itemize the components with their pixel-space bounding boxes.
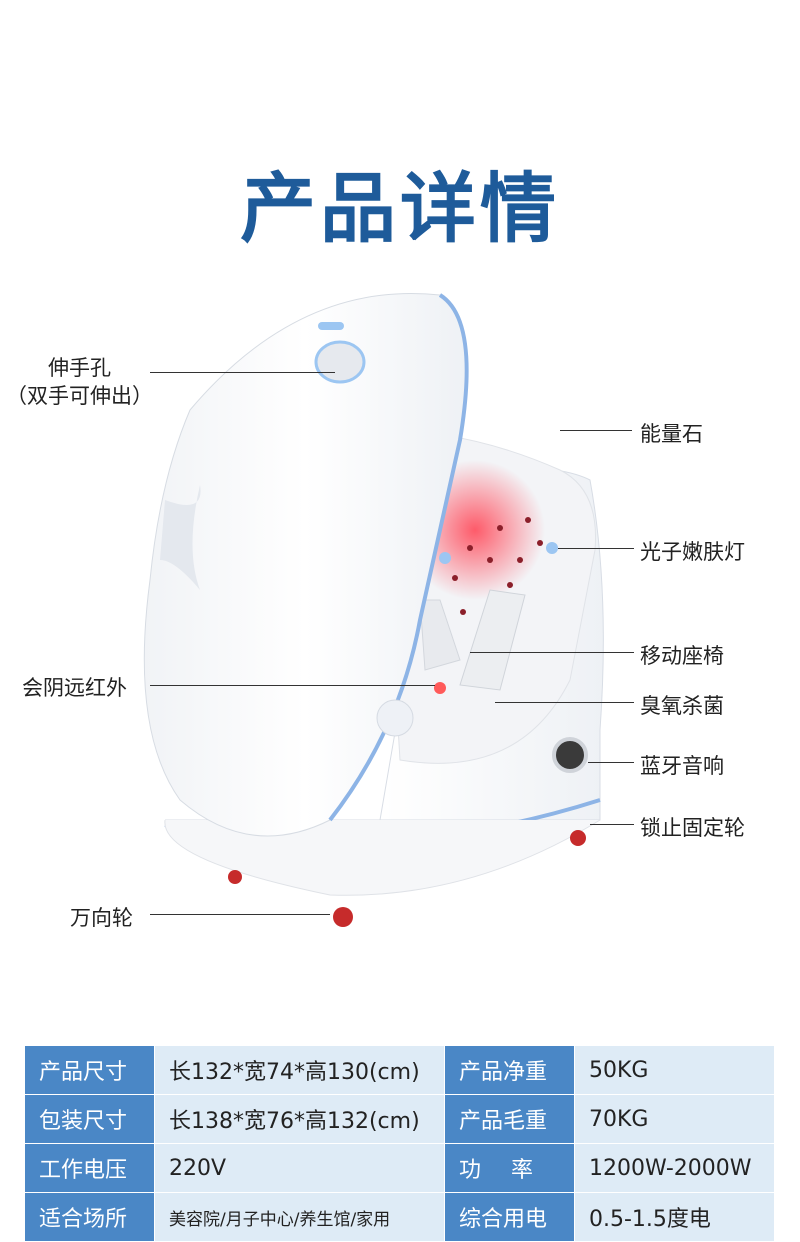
callout-energy-stone-label: 能量石 xyxy=(640,422,703,446)
callout-energy-stone: 能量石 xyxy=(640,418,703,448)
spec-value: 长132*宽74*高130(cm) xyxy=(154,1045,445,1095)
callout-lock-wheel-label: 锁止固定轮 xyxy=(640,816,745,840)
callout-line-photon-light xyxy=(558,548,634,549)
callout-line-ozone xyxy=(495,702,634,703)
spec-key: 产品毛重 xyxy=(444,1094,575,1144)
callout-seat: 移动座椅 xyxy=(640,640,724,670)
callout-bluetooth-label: 蓝牙音响 xyxy=(640,754,724,778)
callout-hand-hole-note-label: （双手可伸出） xyxy=(6,384,153,408)
callout-far-infrared-label: 会阴远红外 xyxy=(22,676,127,700)
callout-hand-hole-label: 伸手孔 xyxy=(48,356,111,380)
callout-line-universal-wheel xyxy=(150,914,330,915)
spec-value: 50KG xyxy=(574,1045,775,1095)
callout-line-far-infrared xyxy=(150,685,435,686)
callout-universal-wheel: 万向轮 xyxy=(70,902,133,932)
callout-line-bluetooth xyxy=(588,762,634,763)
spec-key: 功率 xyxy=(444,1143,575,1193)
spec-value: 70KG xyxy=(574,1094,775,1144)
callout-lock-wheel: 锁止固定轮 xyxy=(640,812,745,842)
callout-ozone: 臭氧杀菌 xyxy=(640,690,724,720)
spec-key: 产品净重 xyxy=(444,1045,575,1095)
spec-value: 0.5-1.5度电 xyxy=(574,1192,775,1242)
spec-value: 1200W-2000W xyxy=(574,1143,775,1193)
callout-line-seat xyxy=(470,652,634,653)
callout-seat-label: 移动座椅 xyxy=(640,644,724,668)
table-row: 产品尺寸 长132*宽74*高130(cm) 产品净重 50KG xyxy=(24,1045,775,1095)
spec-key: 包装尺寸 xyxy=(24,1094,155,1144)
callout-line-lock-wheel xyxy=(590,824,634,825)
table-row: 适合场所 美容院/月子中心/养生馆/家用 综合用电 0.5-1.5度电 xyxy=(24,1192,775,1242)
spec-value: 美容院/月子中心/养生馆/家用 xyxy=(154,1192,445,1242)
callout-photon-light: 光子嫩肤灯 xyxy=(640,536,745,566)
spec-key: 产品尺寸 xyxy=(24,1045,155,1095)
spec-key: 适合场所 xyxy=(24,1192,155,1242)
callout-bluetooth: 蓝牙音响 xyxy=(640,750,724,780)
product-illustration-area: 伸手孔 （双手可伸出） 能量石 光子嫩肤灯 移动座椅 会阴远红外 臭氧杀菌 蓝牙… xyxy=(0,260,800,960)
callout-ozone-label: 臭氧杀菌 xyxy=(640,694,724,718)
spa-capsule-image xyxy=(143,292,604,927)
table-row: 包装尺寸 长138*宽76*高132(cm) 产品毛重 70KG xyxy=(24,1094,775,1144)
spec-key: 综合用电 xyxy=(444,1192,575,1242)
callout-photon-light-label: 光子嫩肤灯 xyxy=(640,540,745,564)
callout-hand-hole-note: （双手可伸出） xyxy=(6,380,153,410)
callout-far-infrared: 会阴远红外 xyxy=(22,672,127,702)
spec-key: 工作电压 xyxy=(24,1143,155,1193)
table-row: 工作电压 220V 功率 1200W-2000W xyxy=(24,1143,775,1193)
callout-hand-hole: 伸手孔 xyxy=(48,352,111,382)
callout-line-energy-stone xyxy=(560,430,632,431)
callout-line-hand-hole xyxy=(150,372,335,373)
spec-value: 长138*宽76*高132(cm) xyxy=(154,1094,445,1144)
spec-table: 产品尺寸 长132*宽74*高130(cm) 产品净重 50KG 包装尺寸 长1… xyxy=(24,1045,775,1242)
page-title: 产品详情 xyxy=(240,163,560,253)
callout-universal-wheel-label: 万向轮 xyxy=(70,906,133,930)
spec-value: 220V xyxy=(154,1143,445,1193)
